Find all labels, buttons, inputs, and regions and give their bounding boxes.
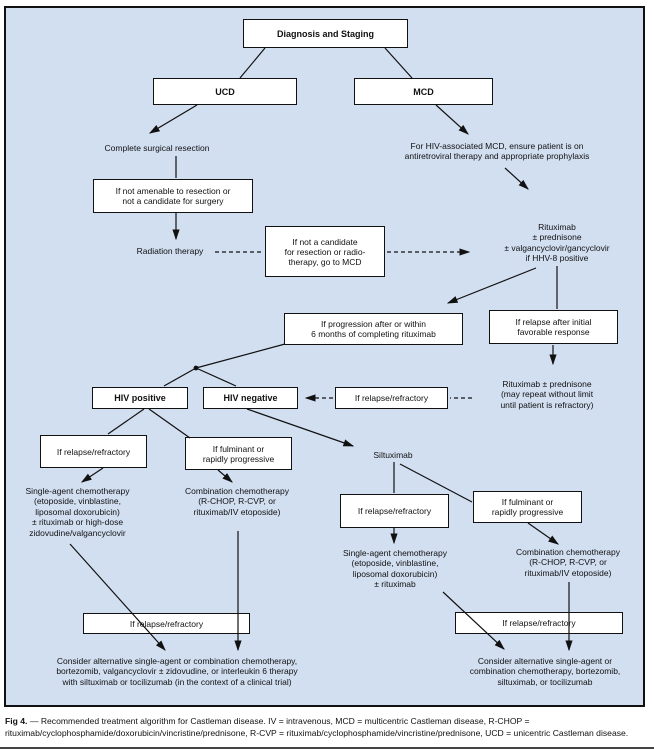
label-single-agent-right: Single-agent chemotherapy (etoposide, vi…: [343, 548, 447, 590]
label-combination-left: Combination chemotherapy (R-CHOP, R-CVP,…: [185, 486, 289, 517]
bottom-rule: [0, 747, 654, 749]
node-mcd: MCD: [354, 78, 493, 105]
node-relapse-after-initial-response: If relapse after initial favorable respo…: [489, 310, 618, 344]
figure-caption-number: Fig 4.: [5, 716, 28, 726]
node-hiv-positive: HIV positive: [92, 387, 188, 409]
figure-caption-text: — Recommended treatment algorithm for Ca…: [5, 716, 629, 738]
node-fulminant-right: If fulminant or rapidly progressive: [473, 491, 582, 523]
node-not-amenable: If not amenable to resection or not a ca…: [93, 179, 253, 213]
label-consider-alternative-right: Consider alternative single-agent or com…: [469, 656, 621, 687]
label-rituximab-regimen: Rituximab ± prednisone ± valgancyclovir/…: [504, 222, 610, 264]
node-ucd: UCD: [153, 78, 297, 105]
label-consider-alternative-left: Consider alternative single-agent or com…: [56, 656, 298, 687]
node-relapse-refractory-mid: If relapse/refractory: [335, 387, 448, 409]
node-not-candidate-go-to-mcd: If not a candidate for resection or radi…: [265, 226, 385, 277]
node-fulminant-left: If fulminant or rapidly progressive: [185, 437, 292, 470]
label-siltuximab: Siltuximab: [373, 450, 413, 460]
label-radiation-therapy: Radiation therapy: [136, 246, 204, 256]
figure-caption: Fig 4. — Recommended treatment algorithm…: [5, 716, 650, 739]
label-hiv-associated-mcd: For HIV-associated MCD, ensure patient i…: [404, 141, 590, 162]
flowchart-canvas: [4, 6, 645, 707]
label-combination-right: Combination chemotherapy (R-CHOP, R-CVP,…: [516, 547, 620, 578]
node-relapse-refractory-bottom-left: If relapse/refractory: [83, 613, 250, 634]
label-rituximab-repeat: Rituximab ± prednisone (may repeat witho…: [500, 379, 594, 410]
label-complete-surgical-resection: Complete surgical resection: [104, 143, 210, 153]
node-hiv-negative: HIV negative: [203, 387, 298, 409]
node-diagnosis-and-staging: Diagnosis and Staging: [243, 19, 408, 48]
node-relapse-refractory-bottom-right: If relapse/refractory: [455, 612, 623, 634]
node-progression-within-6-months: If progression after or within 6 months …: [284, 313, 463, 345]
node-relapse-refractory-left: If relapse/refractory: [40, 435, 147, 468]
label-single-agent-left: Single-agent chemotherapy (etoposide, vi…: [25, 486, 130, 538]
node-relapse-refractory-right: If relapse/refractory: [340, 494, 449, 528]
